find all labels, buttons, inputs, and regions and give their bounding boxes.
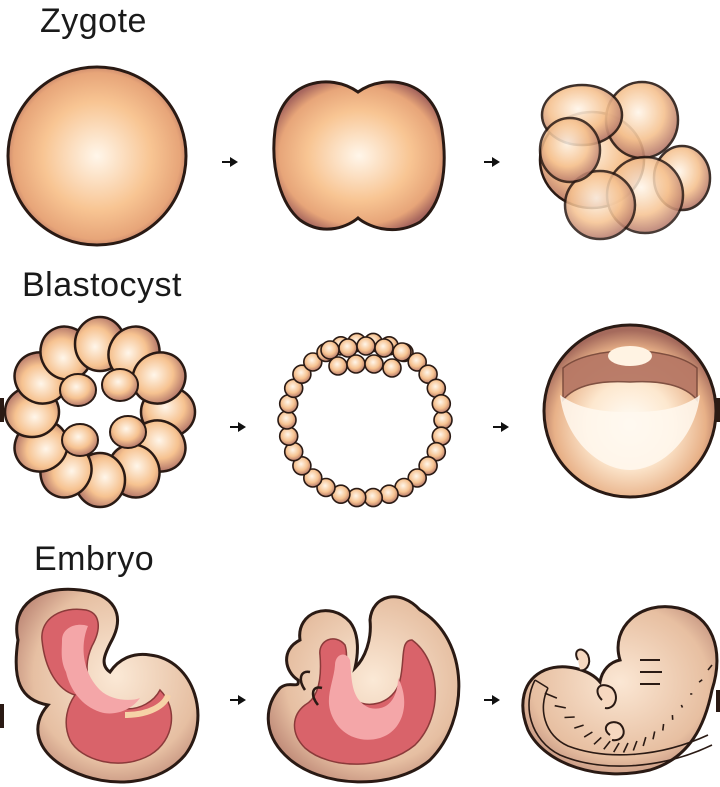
arrow-right-icon [483,156,501,168]
arrow-right-icon [221,156,239,168]
trophoblast-bead [407,468,428,488]
inner-cell-mass-bead [346,354,366,374]
blastocyst-hollow [542,323,720,499]
blastomere-cell [101,368,139,402]
arrow-right-icon [229,694,247,706]
inner-cell-mass-bead [328,356,348,376]
inner-cell-mass-bead [364,354,384,374]
trophoblast-bead [418,455,438,476]
trophoblast-bead [292,364,312,385]
trophoblast-bead [433,410,453,430]
blastomere-cell [61,423,99,457]
inner-cell-mass-bead [382,358,402,378]
zygote-morula [538,80,712,241]
inner-cell-mass-bead [374,338,394,358]
inner-cell-mass-bead [356,336,376,356]
trophoblast-bead [363,487,384,508]
arrow-right-icon [229,421,247,433]
row-label-zygote: Zygote [40,2,147,40]
embryo-early-fold [0,587,200,784]
arrow-right-icon [492,421,510,433]
row-label-blastocyst: Blastocyst [22,266,182,304]
trophoblast-bead [346,487,367,508]
inner-cell-mass-bead [338,338,358,358]
arrow-right-icon [483,694,501,706]
trophoblast-bead [431,393,452,414]
blastomere-cell [109,415,147,449]
zygote-single-cell [6,65,188,247]
inner-cell-mass-bead [392,342,412,362]
trophoblast-bead [277,410,297,430]
embryo-mid-fold [266,595,461,784]
trophoblast-bead [302,468,323,488]
zygote-two-cell [272,80,446,232]
inner-cell-mass-bead [320,340,340,360]
trophoblast-bead [407,352,428,372]
trophoblast-bead [379,484,399,505]
embryo-late-curled [521,605,720,776]
row-label-embryo: Embryo [34,540,155,578]
blastocyst-cell-ring [0,315,197,509]
trophoblast-bead [278,426,299,447]
trophoblast-bead [316,477,336,498]
blastomere-cell [59,373,97,407]
trophoblast-bead [302,352,323,372]
blastocyst-bead-ring [277,332,453,508]
